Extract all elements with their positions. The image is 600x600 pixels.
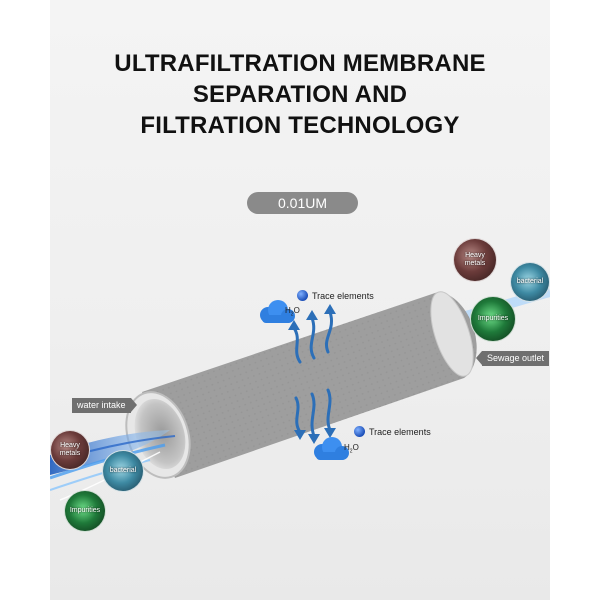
downward-flow-arrows [294, 388, 332, 438]
h2o-label-bottom: H2O [344, 437, 359, 455]
trace-elements-bottom-label: Trace elements [369, 426, 431, 437]
trace-element-icon [354, 426, 365, 437]
water-molecule-icon: H2O [344, 443, 359, 455]
trace-elements-bottom: Trace elements [354, 426, 431, 437]
downward-arrow-heads [294, 428, 336, 444]
product-panel: ULTRAFILTRATION MEMBRANE SEPARATION AND … [50, 0, 550, 600]
trace-element-icon [297, 290, 308, 301]
title-line-2: SEPARATION AND [192, 81, 408, 108]
upward-arrow-heads [288, 304, 336, 330]
h2o-label-top: H2O [285, 300, 300, 318]
water-molecule-icon: H2O [285, 306, 300, 318]
cloud-icon [260, 300, 295, 323]
membrane-tube [125, 291, 477, 479]
heavy-metals-particle-right: Heavy metals [453, 238, 497, 282]
impurities-particle-right: Impurities [470, 296, 516, 342]
title-line-3: FILTRATION TECHNOLOGY [140, 112, 460, 139]
bacterial-particle-right: bacterial [510, 262, 550, 302]
membrane-illustration [50, 287, 550, 501]
page-title: ULTRAFILTRATION MEMBRANE SEPARATION AND … [50, 48, 550, 141]
water-intake-tag: water intake [72, 398, 137, 413]
impurities-particle-left: Impurities [64, 490, 106, 532]
trace-elements-top: Trace elements [297, 290, 374, 301]
heavy-metals-particle-left: Heavy metals [50, 430, 90, 470]
trace-elements-top-label: Trace elements [312, 290, 374, 301]
sewage-outlet-tag: Sewage outlet [475, 351, 550, 366]
upward-flow-arrows [292, 310, 333, 364]
cloud-icon [314, 437, 349, 460]
title-line-1: ULTRAFILTRATION MEMBRANE [114, 50, 486, 77]
bacterial-particle-left: bacterial [102, 450, 144, 492]
pore-size-badge: 0.01UM [247, 192, 358, 214]
